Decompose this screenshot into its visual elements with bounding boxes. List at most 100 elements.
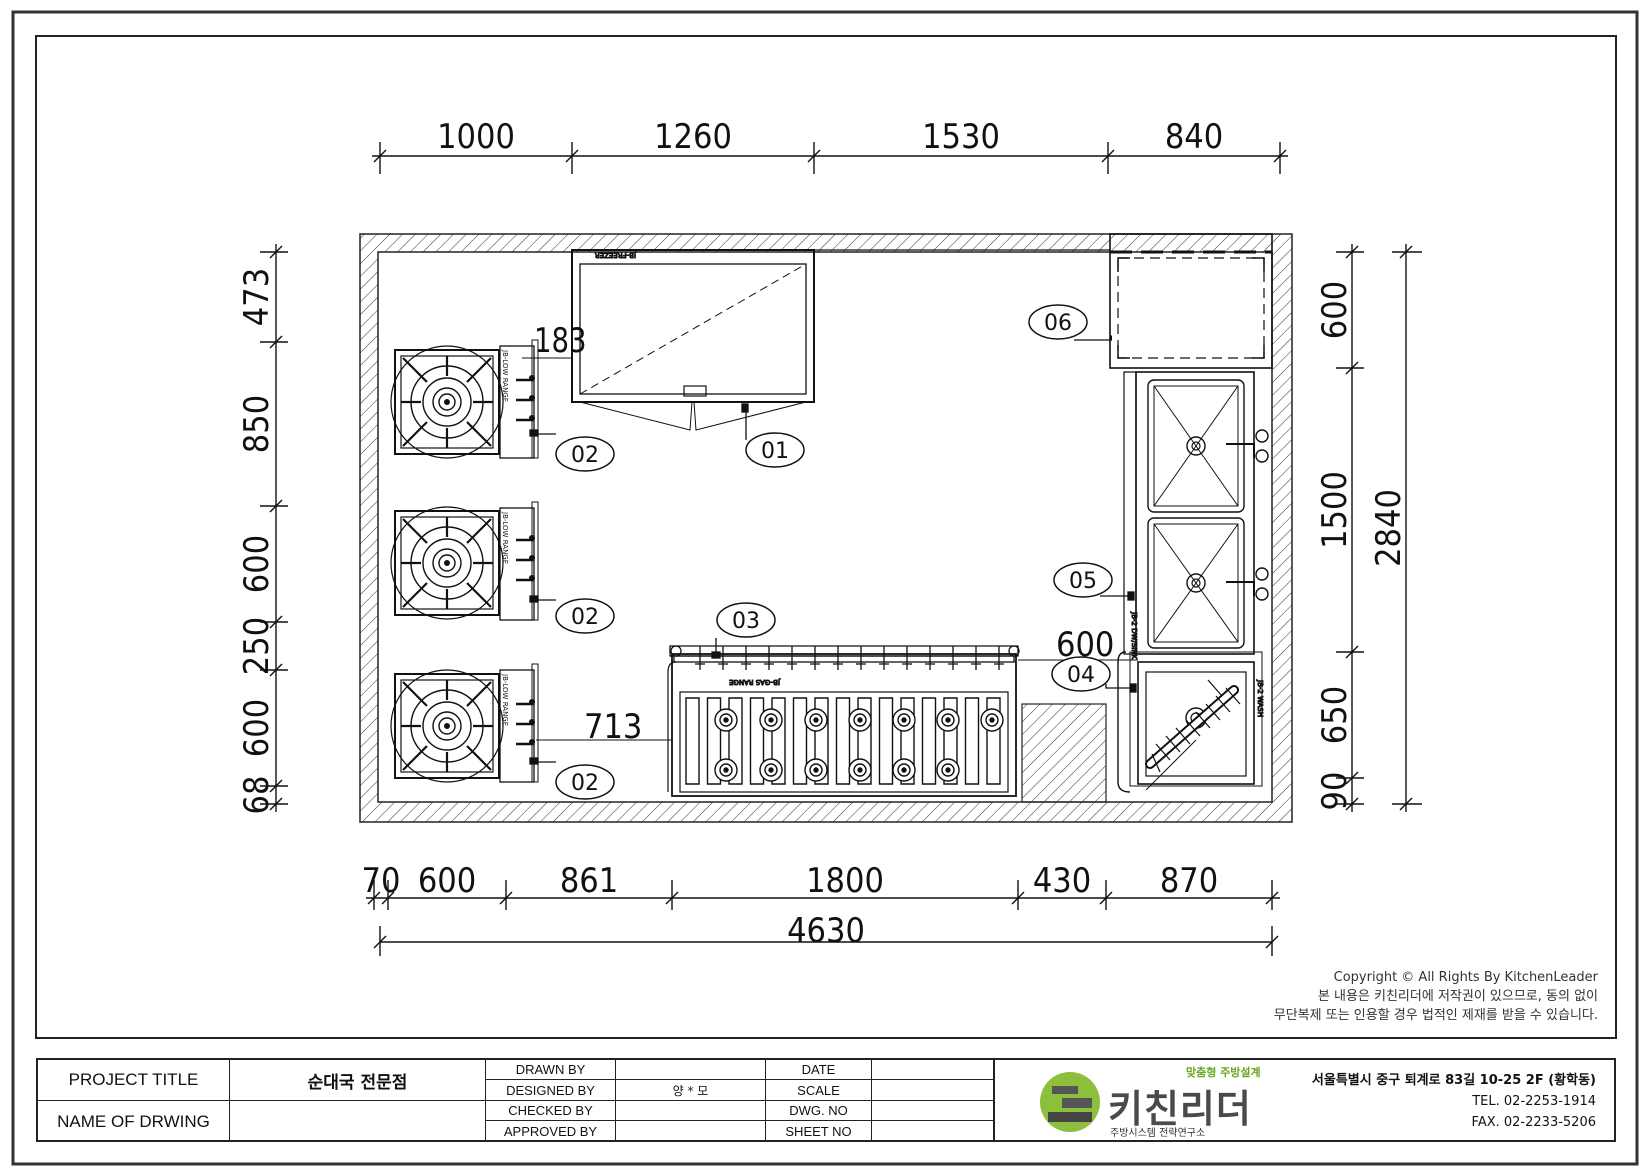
dim-inner-183: 183 [534, 320, 587, 360]
gas-knob-5 [810, 646, 820, 670]
tag-06: 06 [1028, 304, 1088, 340]
logo-mark-icon [1040, 1072, 1100, 1132]
low-range-label-2: JB-LOW RANGE [501, 511, 509, 564]
wash-label: JB-2 WASH [1256, 679, 1264, 717]
tag-04-text: 04 [1067, 663, 1095, 688]
inner-frame [35, 35, 1617, 1039]
logo-tagline-bottom: 주방시스템 전략연구소 [1110, 1128, 1206, 1139]
tag-02-c: 02 [555, 764, 615, 800]
gas-burner-ring-5 [936, 708, 960, 732]
dim-bottom-0: 70 [362, 861, 401, 901]
date-label: DATE [766, 1060, 872, 1080]
dim-right-2: 650 [1315, 686, 1355, 744]
gas-burner-ring-12 [936, 758, 960, 782]
low-range-label-1: JB-LOW RANGE [501, 349, 509, 402]
checked-by-value [616, 1101, 766, 1121]
tag-05: 05 [1053, 562, 1113, 598]
tag-02-a-text: 02 [571, 443, 599, 468]
company-logo: 맞춤형 주방설계 키친리더 주방시스템 전략연구소 [1038, 1066, 1278, 1139]
gas-grate-12 [943, 697, 958, 785]
tel-line: TEL. 02-2253-1914 [1472, 1094, 1596, 1109]
gas-range: JB-GAS RANGE [667, 645, 1020, 797]
low-range-2: JB-LOW RANGE [389, 501, 539, 621]
gas-burner-ring-6 [980, 708, 1004, 732]
dwg-no-value [872, 1101, 994, 1121]
gas-grate-4 [771, 697, 786, 785]
gas-grate-14 [986, 697, 1001, 785]
dim-inner-713: 713 [584, 707, 642, 747]
gas-grate-2 [728, 697, 743, 785]
tag-03: 03 [716, 602, 776, 638]
dim-bottom-total: 4630 [787, 911, 865, 951]
dim-top-0: 1000 [437, 117, 515, 157]
hatched-area [1021, 703, 1107, 803]
dim-left-2: 600 [237, 535, 277, 593]
gas-grate-13 [964, 697, 980, 785]
checked-by-label: CHECKED BY [486, 1101, 616, 1121]
dim-top-2: 1530 [922, 117, 1000, 157]
gas-grate-10 [900, 697, 915, 785]
gas-burner-ring-10 [848, 758, 872, 782]
dim-bottom-3: 1800 [806, 861, 884, 901]
dwg-no-label: DWG. NO [766, 1101, 872, 1121]
title-block: PROJECT TITLE 순대국 전문점 NAME OF DRWING DRA… [36, 1058, 1616, 1142]
dim-bottom-4: 430 [1033, 861, 1091, 901]
name-of-drawing-value [230, 1101, 486, 1142]
logo-text: 키친리더 [1108, 1087, 1252, 1131]
leader-lines [522, 339, 1138, 765]
gas-grate-1 [706, 697, 722, 785]
approved-by-label: APPROVED BY [486, 1121, 616, 1142]
gas-knob-3 [764, 646, 774, 670]
tag-06-text: 06 [1044, 311, 1072, 336]
sheet-no-value [872, 1121, 994, 1142]
gas-burner-ring-11 [892, 758, 916, 782]
tag-02-b-text: 02 [571, 605, 599, 630]
tag-02-a: 02 [555, 436, 615, 472]
double-sink: JB-2 DW/SINK [1123, 371, 1269, 660]
gas-grate-6 [814, 697, 829, 785]
gas-grate-11 [921, 697, 937, 785]
scale-value [872, 1080, 994, 1101]
gas-knob-12 [971, 646, 981, 670]
date-value [872, 1060, 994, 1080]
project-title-value: 순대국 전문점 [230, 1060, 486, 1101]
gas-knob-1 [718, 646, 728, 670]
gas-knob-9 [902, 646, 912, 670]
drawn-by-value [616, 1060, 766, 1080]
scale-label: SCALE [766, 1080, 872, 1101]
gas-grate-3 [749, 697, 765, 785]
dim-right-0: 600 [1315, 281, 1355, 339]
low-range-3: JB-LOW RANGE [389, 663, 539, 784]
storage-shelf [1109, 233, 1273, 369]
dim-bottom-5: 870 [1160, 861, 1218, 901]
dim-top-1: 1260 [654, 117, 732, 157]
dim-right-total: 2840 [1369, 489, 1409, 567]
address-line: 서울특별시 중구 퇴계로 83길 10-25 2F (황학동) [1311, 1073, 1596, 1088]
tag-02-c-text: 02 [571, 771, 599, 796]
designed-by-value: 양 * 모 [616, 1080, 766, 1101]
copyright-line-1: Copyright © All Rights By KitchenLeader [1333, 970, 1598, 985]
gas-knob-0 [695, 646, 705, 670]
gas-grate-7 [835, 697, 851, 785]
company-address: 서울특별시 중구 퇴계로 83길 10-25 2F (황학동) TEL. 02-… [1312, 1070, 1596, 1133]
copyright-notice: Copyright © All Rights By KitchenLeader … [1274, 968, 1598, 1025]
outer-frame [11, 10, 1639, 1166]
tag-01: 01 [745, 432, 805, 468]
gas-grate-0 [685, 697, 700, 785]
gas-burner-ring-7 [714, 758, 738, 782]
gas-burner-ring-2 [804, 708, 828, 732]
gas-knob-10 [925, 646, 935, 670]
dim-right-3: 90 [1315, 772, 1355, 811]
dim-inner-600: 600 [1056, 625, 1114, 665]
dim-left-4: 600 [237, 699, 277, 757]
dim-bottom-1: 600 [418, 861, 476, 901]
tag-01-text: 01 [761, 439, 789, 464]
low-range-1: JB-LOW RANGE [389, 339, 539, 460]
dim-right-1: 1500 [1315, 471, 1355, 549]
freezer-label: JB-FREEZER [595, 251, 637, 259]
gas-grate-9 [878, 697, 894, 785]
project-title-label: PROJECT TITLE [38, 1060, 230, 1101]
gas-burner-ring-8 [759, 758, 783, 782]
low-range-label-3: JB-LOW RANGE [501, 673, 509, 726]
